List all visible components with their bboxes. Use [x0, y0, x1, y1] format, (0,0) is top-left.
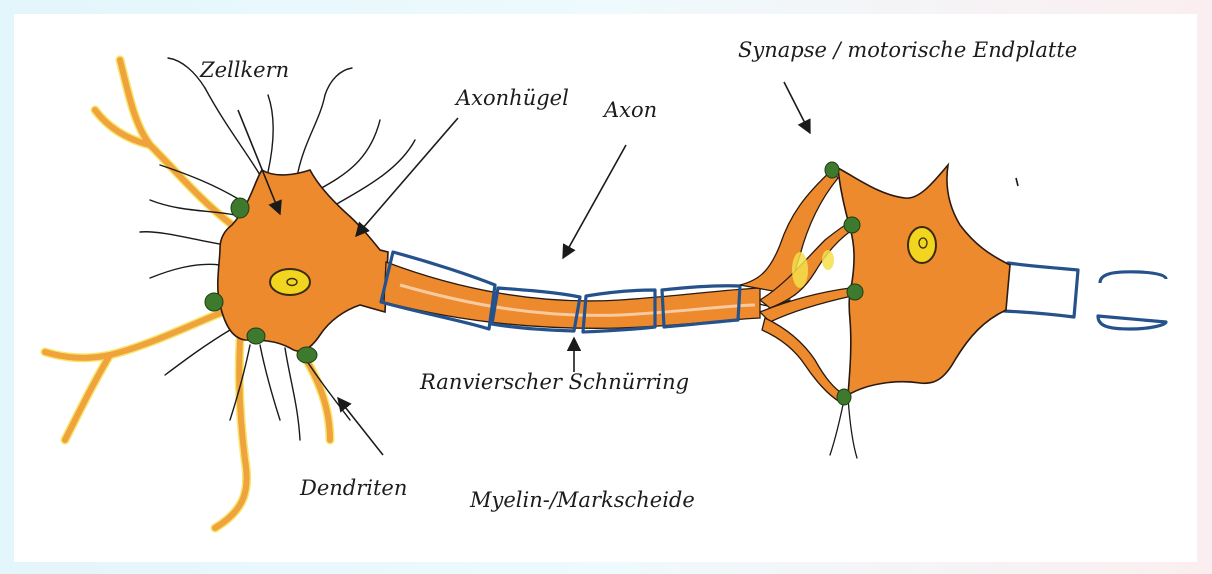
- label-axonhuegel: Axonhügel: [456, 88, 569, 109]
- right-cell-body: [838, 165, 1010, 395]
- label-dendriten: Dendriten: [300, 478, 407, 499]
- knob-right-4: [837, 389, 851, 405]
- label-synapse: Synapse / motorische Endplatte: [738, 40, 1077, 61]
- label-zellkern: Zellkern: [200, 60, 289, 81]
- label-axon: Axon: [604, 100, 657, 121]
- knob-left-4: [297, 347, 317, 363]
- left-cell-body: [218, 170, 388, 351]
- arrow-dendriten: [338, 398, 383, 455]
- label-myelin: Myelin-/Markscheide: [470, 490, 695, 511]
- knob-right-2: [844, 217, 860, 233]
- myelin-segment-6: [1100, 272, 1166, 283]
- label-ranvier: Ranvierscher Schnürring: [420, 372, 689, 393]
- axon-terminals: [740, 170, 852, 402]
- knob-right-3: [847, 284, 863, 300]
- arrow-synapse: [784, 82, 810, 133]
- myelin-segment-5: [1004, 263, 1078, 317]
- knob-left-1: [231, 198, 249, 218]
- arrow-axonhuegel: [356, 118, 458, 236]
- stray-mark: [1016, 178, 1018, 186]
- arrow-axon: [563, 145, 626, 258]
- knob-left-2: [205, 293, 223, 311]
- knob-left-3: [247, 328, 265, 344]
- left-nucleus: [270, 269, 310, 295]
- myelin-segment-6b: [1098, 316, 1166, 329]
- right-nucleus: [908, 227, 936, 263]
- knob-right-1: [825, 162, 839, 178]
